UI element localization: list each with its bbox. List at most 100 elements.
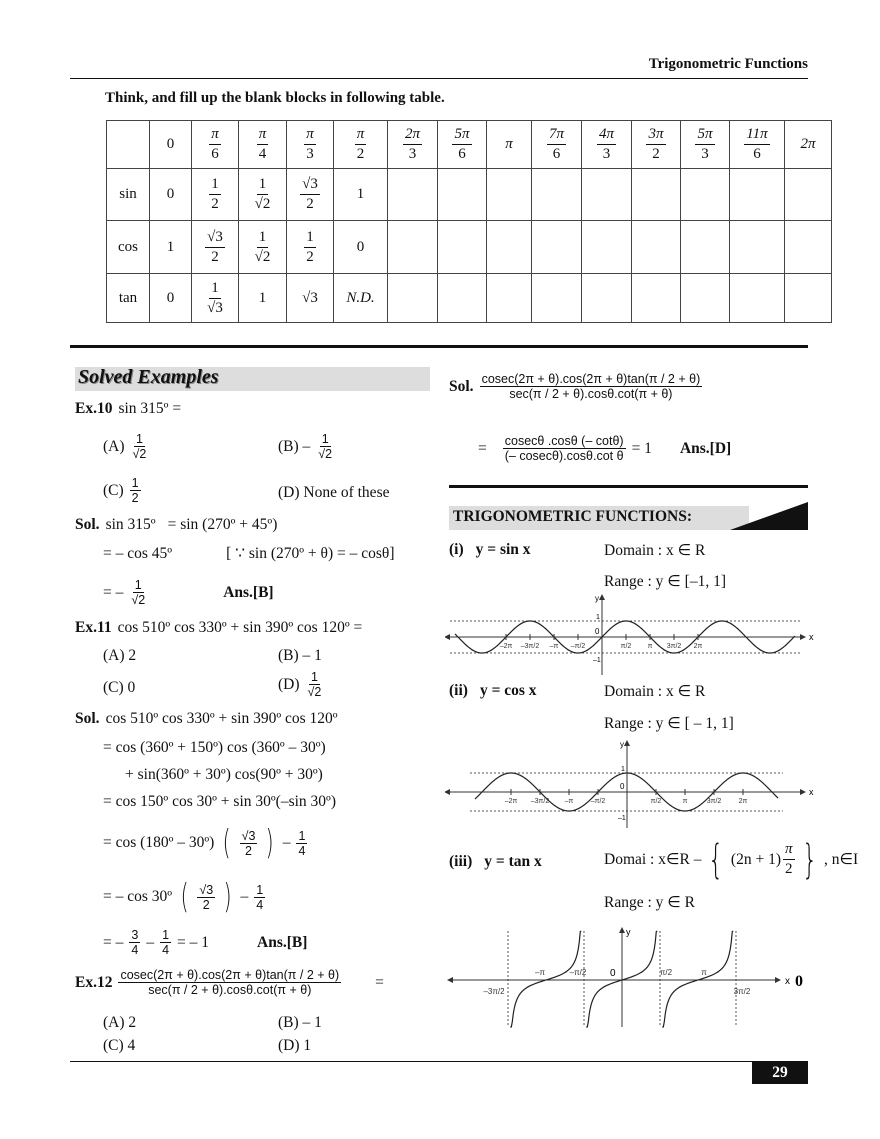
- fraction-cell: 1√2: [238, 168, 287, 221]
- sol-label: Sol.: [75, 710, 100, 727]
- option-label: (D): [278, 675, 300, 693]
- y-arrow-icon: [619, 927, 625, 933]
- denominator: sec(π / 2 + θ).cosθ.cot(π + θ): [509, 387, 673, 401]
- sol-label: Sol.: [75, 516, 100, 533]
- tick-label: –π: [535, 968, 545, 977]
- origin-label: 0: [610, 968, 616, 979]
- ex11-option-a: (A) 2: [103, 647, 137, 664]
- numerator: π: [354, 125, 367, 145]
- one-label: 1: [596, 614, 600, 621]
- denominator: 2: [131, 491, 139, 505]
- numerator: 1: [296, 828, 308, 844]
- numerator: 7π: [546, 125, 566, 145]
- ex12-option-d: (D) 1: [278, 1037, 312, 1054]
- numerator: 1: [129, 476, 141, 491]
- row-label: sin: [106, 168, 150, 221]
- ex11-sol-line4: = cos 150º cos 30º + sin 30º(–sin 30º): [103, 793, 337, 810]
- running-header: Trigonometric Functions: [648, 56, 808, 72]
- blank-cell: [387, 168, 438, 221]
- tick-label: 3π/2: [734, 987, 751, 996]
- value-cell: 0: [149, 273, 192, 323]
- numerator: 1: [308, 670, 320, 685]
- math-text: [ ∵ sin (270º + θ) = – cosθ]: [226, 545, 395, 562]
- question-text: sin 315º =: [118, 400, 182, 417]
- ex-label: Ex.11: [75, 619, 112, 636]
- ex-label: Ex.10: [75, 400, 113, 417]
- corner-cell: [106, 120, 150, 169]
- denominator: 6: [753, 146, 761, 162]
- numerator: 1: [209, 279, 221, 299]
- func-ii-domain: Domain : x ∈ R: [604, 683, 706, 700]
- banner-triangle-decoration: [730, 502, 808, 530]
- section-rule: [70, 345, 808, 348]
- tick-label: –π/2: [591, 798, 606, 805]
- math-text: , n∈I: [823, 851, 859, 868]
- tangent-branch: [586, 930, 658, 1028]
- numerator: 1: [256, 175, 269, 195]
- denominator: 2: [306, 248, 314, 265]
- left-paren: (: [222, 823, 231, 863]
- right-paren: ): [223, 877, 232, 917]
- tick-label: –π: [550, 643, 559, 650]
- fraction: 1√2: [306, 670, 324, 699]
- numerator: 5π: [452, 125, 472, 145]
- origin-label: 0: [620, 782, 625, 791]
- tick-label: 2π: [739, 798, 748, 805]
- math-text: (2n + 1): [730, 850, 781, 868]
- func-ii-label: (ii)y = cos x: [449, 682, 537, 700]
- blank-cell: [486, 273, 532, 323]
- x-arrow-icon: [800, 789, 806, 795]
- numerator: 1: [256, 228, 269, 248]
- func-i-label: (i)y = sin x: [449, 541, 531, 559]
- denominator: √2: [132, 447, 147, 461]
- denominator: 2: [211, 196, 219, 212]
- x-arrow-left-icon: [445, 789, 450, 795]
- blank-cell: [784, 168, 832, 221]
- blank-cell: [631, 273, 681, 323]
- math-text: = –: [103, 583, 124, 601]
- denominator: 2: [245, 843, 252, 858]
- option-label: (B) –: [278, 437, 311, 455]
- blank-cell: [729, 168, 785, 221]
- fraction: 1√3: [205, 279, 225, 318]
- denominator: 4: [298, 843, 306, 858]
- numerator: cosec(2π + θ).cos(2π + θ)tan(π / 2 + θ): [118, 968, 342, 983]
- numerator: 1: [160, 928, 172, 943]
- numerator: 1: [132, 578, 144, 593]
- ex12-solution-line2: =cosecθ .cosθ (– cotθ)(– cosecθ).cosθ.co…: [478, 434, 731, 463]
- tick-label: –π: [565, 798, 574, 805]
- x-axis-label: x: [809, 632, 814, 642]
- ex12-option-c: (C) 4: [103, 1037, 136, 1054]
- numerator: cosecθ .cosθ (– cotθ): [502, 434, 626, 449]
- math-text: = – 1: [177, 933, 210, 951]
- fraction-cell: 1√3: [191, 273, 239, 323]
- math-text: sin 315º: [105, 516, 156, 533]
- minus-one-label: –1: [593, 657, 601, 664]
- tick-label: π: [701, 968, 707, 977]
- denominator: √2: [254, 196, 271, 212]
- math-text: = – cos 45º: [103, 544, 173, 562]
- ex11-option-c: (C) 0: [103, 679, 136, 696]
- tick-label: π: [683, 798, 688, 805]
- fraction: 1√2: [131, 432, 149, 461]
- func-number: (ii): [449, 682, 468, 699]
- value-cell: 0: [149, 120, 192, 169]
- math-text: = sin (270º + 45º): [167, 516, 278, 533]
- func-number: (iii): [449, 853, 473, 870]
- denominator: 6: [552, 146, 561, 162]
- math-text: = cos (180º – 30º): [103, 834, 215, 851]
- func-iii-label: (iii)y = tan x: [449, 853, 542, 871]
- math-text: cos 510º cos 330º + sin 390º cos 120º: [105, 710, 338, 727]
